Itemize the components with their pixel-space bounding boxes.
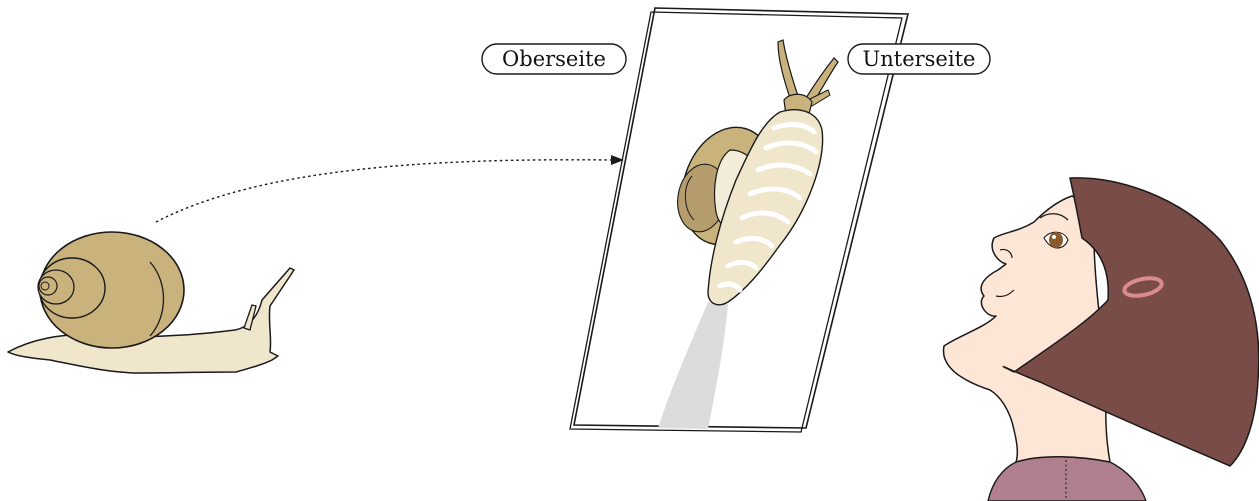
label-top-side: Oberseite [482, 44, 626, 74]
crawling-snail-icon [8, 232, 294, 373]
label-under-side: Unterseite [848, 44, 990, 74]
label-under-side-text: Unterseite [863, 47, 976, 71]
girl-observer-icon [943, 178, 1258, 501]
shirt [988, 457, 1146, 501]
snail-shell [38, 232, 184, 348]
label-top-side-text: Oberseite [502, 47, 606, 71]
movement-arrow [156, 160, 612, 222]
